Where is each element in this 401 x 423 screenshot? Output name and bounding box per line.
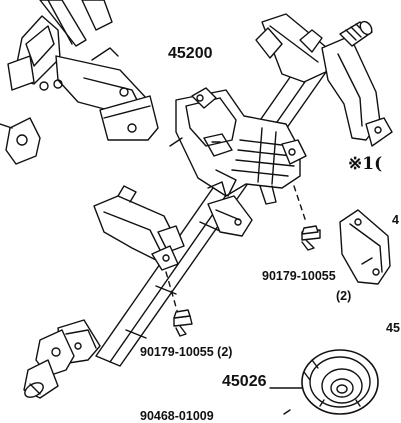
upper-left-bracket-assembly xyxy=(0,0,158,164)
part-number-pulley: 45026 xyxy=(222,373,267,390)
lower-column-bracket xyxy=(94,182,252,270)
column-mounting-bracket xyxy=(170,88,306,204)
part-number-column: 45200 xyxy=(168,45,213,62)
bolt-right-quantity: (2) xyxy=(336,289,352,303)
upper-tilt-bracket xyxy=(256,14,392,146)
cropped-label-bottom: 90468-01009 xyxy=(140,409,214,423)
leader-lines xyxy=(166,186,306,314)
cropped-label-right-mid: 4 xyxy=(392,213,399,227)
pulley-damper-part xyxy=(302,350,378,414)
lower-universal-joint xyxy=(22,320,100,400)
note-marker: ※1( xyxy=(348,154,383,174)
bolt-right-icon xyxy=(302,226,320,250)
column-cover-part xyxy=(340,210,390,284)
cropped-label-right-lower: 45 xyxy=(386,321,400,335)
part-number-bolt-right: 90179-10055 xyxy=(262,269,336,283)
leader-tick xyxy=(284,410,290,414)
part-number-bolt-left: 90179-10055 (2) xyxy=(140,345,233,359)
bolt-left-icon xyxy=(174,310,192,336)
